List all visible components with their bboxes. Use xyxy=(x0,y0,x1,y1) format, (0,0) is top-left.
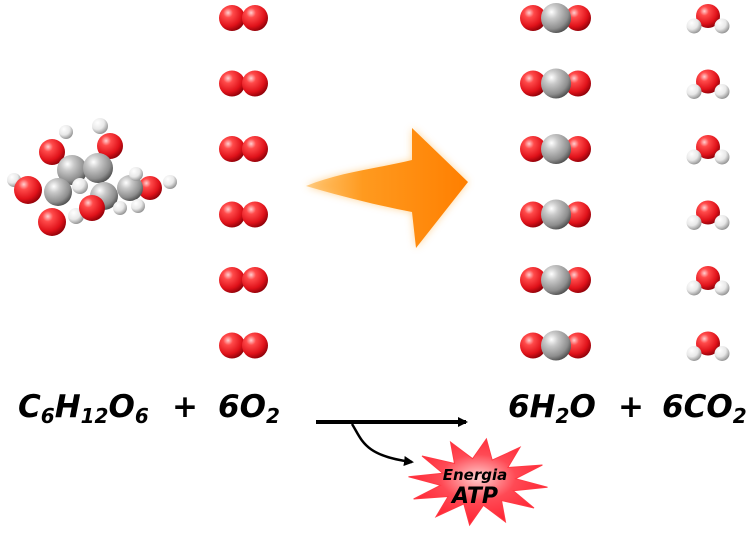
atp-label: ATP xyxy=(451,484,499,509)
co2-molecule xyxy=(520,330,591,361)
plus-sign: + xyxy=(172,389,198,425)
co2-molecule xyxy=(520,265,591,295)
o2-molecule xyxy=(219,70,268,97)
o2-molecule xyxy=(219,332,268,359)
h2o-molecules xyxy=(686,4,730,361)
co2-molecule xyxy=(520,68,591,99)
o2-molecules xyxy=(219,5,268,359)
h2o-molecule xyxy=(686,331,730,361)
h2o-molecule xyxy=(686,4,730,34)
h2o-molecule xyxy=(686,135,730,165)
o2-molecule xyxy=(219,136,268,162)
co2-molecule xyxy=(520,199,591,230)
o2-molecule xyxy=(219,5,268,31)
energy-badge-star-icon xyxy=(408,437,548,527)
co2-molecule xyxy=(520,3,591,33)
h2o-molecule xyxy=(686,69,730,99)
o2-molecule xyxy=(219,267,268,293)
reaction-arrow-icon xyxy=(316,417,468,466)
co2-formula: 6CO2 xyxy=(662,389,747,428)
o2-molecule xyxy=(219,201,268,228)
h2o-molecule xyxy=(686,266,730,296)
glucose-molecule xyxy=(7,118,177,236)
glucose-formula: C6H12O6 xyxy=(18,389,149,428)
plus-sign: + xyxy=(618,389,644,425)
co2-molecule xyxy=(520,134,591,164)
water-formula: 6H2O xyxy=(508,389,596,428)
h2o-molecule xyxy=(686,200,730,230)
big-orange-arrow-icon xyxy=(306,128,468,248)
energy-label: Energia xyxy=(442,466,508,484)
oxygen-formula: 6O2 xyxy=(218,389,280,428)
co2-molecules xyxy=(520,3,591,361)
